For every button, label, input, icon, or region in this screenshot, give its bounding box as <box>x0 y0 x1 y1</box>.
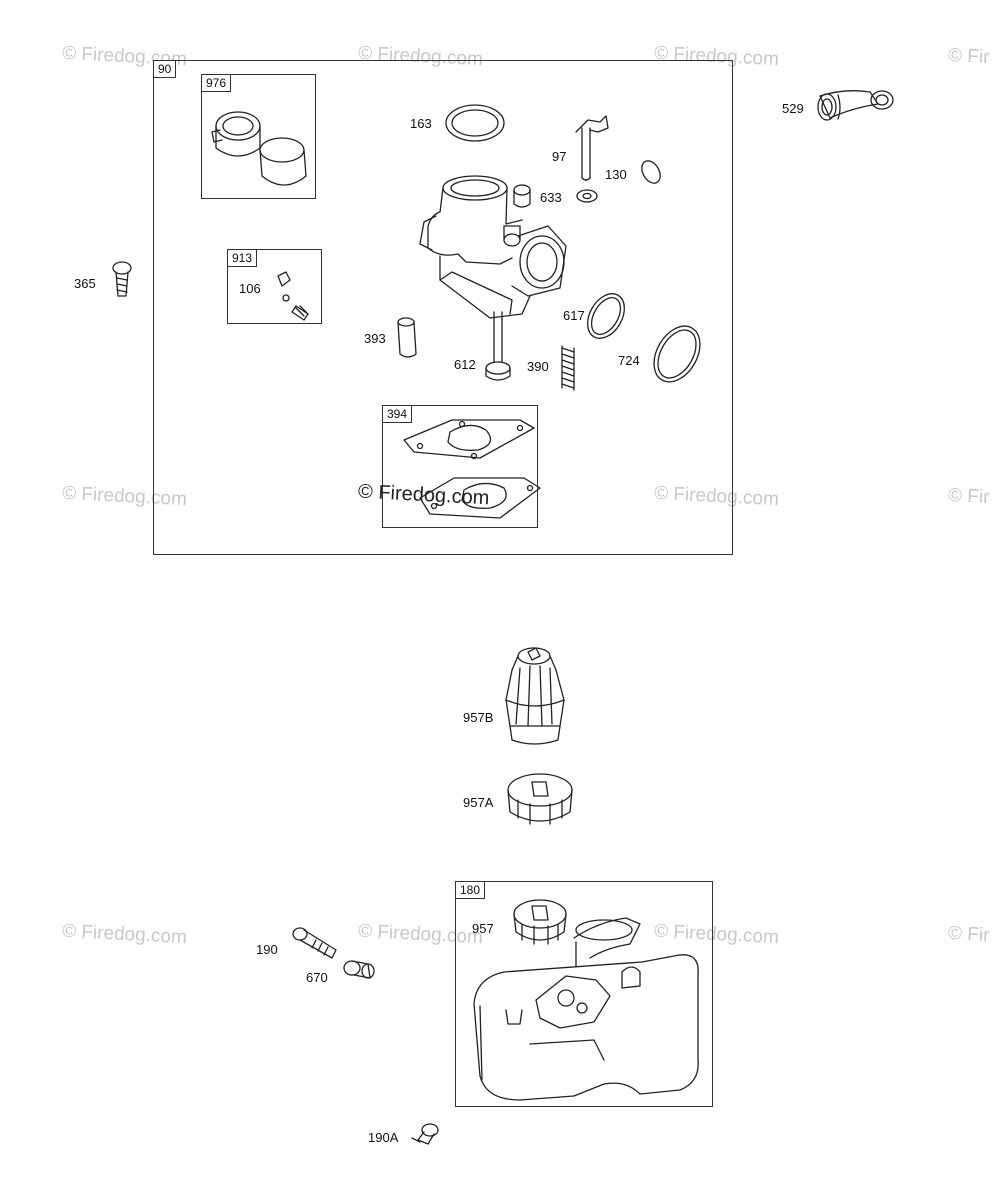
part-633-seal <box>576 189 598 203</box>
part-190A-screw <box>411 1123 439 1145</box>
part-617-o-ring <box>587 293 625 339</box>
part-label: 617 <box>563 308 585 323</box>
part-label: 190A <box>368 1130 399 1145</box>
part-390-spring <box>561 345 575 391</box>
part-label: 633 <box>540 190 562 205</box>
part-163-gasket-ring <box>445 104 505 142</box>
group-box-needle-kit: 913 <box>227 249 322 324</box>
part-label: 106 <box>239 281 261 296</box>
part-label: 130 <box>605 167 627 182</box>
part-957A-fuel-cap-short <box>507 773 573 825</box>
part-label: 163 <box>410 116 432 131</box>
part-180-fuel-tank <box>473 917 699 1101</box>
part-106-needle-kit <box>277 271 309 321</box>
group-tag: 180 <box>456 882 486 899</box>
part-label: 365 <box>74 276 96 291</box>
group-tag: 90 <box>154 61 177 78</box>
part-label: 957B <box>463 710 494 725</box>
part-label: 957 <box>472 921 494 936</box>
group-tag: 976 <box>202 75 232 92</box>
part-670-spacer <box>343 960 375 979</box>
watermark: © Fir <box>947 484 990 509</box>
part-label: 190 <box>256 942 278 957</box>
group-tag: 394 <box>383 406 413 423</box>
carburetor-body <box>419 175 567 319</box>
part-612-stem <box>485 311 511 381</box>
group-box-sleeve-kit: 976 <box>201 74 316 199</box>
part-label: 390 <box>527 359 549 374</box>
part-label: 724 <box>618 353 640 368</box>
part-365-screw <box>112 261 132 297</box>
group-box-carburetor: 90 <box>153 60 733 555</box>
watermark: © Fir <box>947 44 990 69</box>
group-box-fuel-tank: 180 <box>455 881 713 1107</box>
part-957-fuel-cap <box>513 899 567 945</box>
part-label: 529 <box>782 101 804 116</box>
part-label: 393 <box>364 331 386 346</box>
part-130-throttle-plate <box>641 160 661 184</box>
part-label: 97 <box>552 149 567 164</box>
part-957B-fuel-cap-tall <box>505 647 565 745</box>
part-976-sleeve <box>211 111 307 186</box>
group-box-gasket-kit: 394 <box>382 405 538 528</box>
part-label: 612 <box>454 357 476 372</box>
group-tag: 913 <box>228 250 258 267</box>
part-97-throttle-shaft <box>575 115 609 181</box>
part-label: 957A <box>463 795 494 810</box>
part-724-gasket <box>653 325 701 383</box>
part-394-gasket-plates <box>403 419 541 519</box>
watermark: © Fir <box>947 922 990 947</box>
part-label: 670 <box>306 970 328 985</box>
part-529-elbow-hose <box>817 90 894 121</box>
part-190-bolt <box>292 927 337 959</box>
part-393-plug <box>397 317 417 358</box>
